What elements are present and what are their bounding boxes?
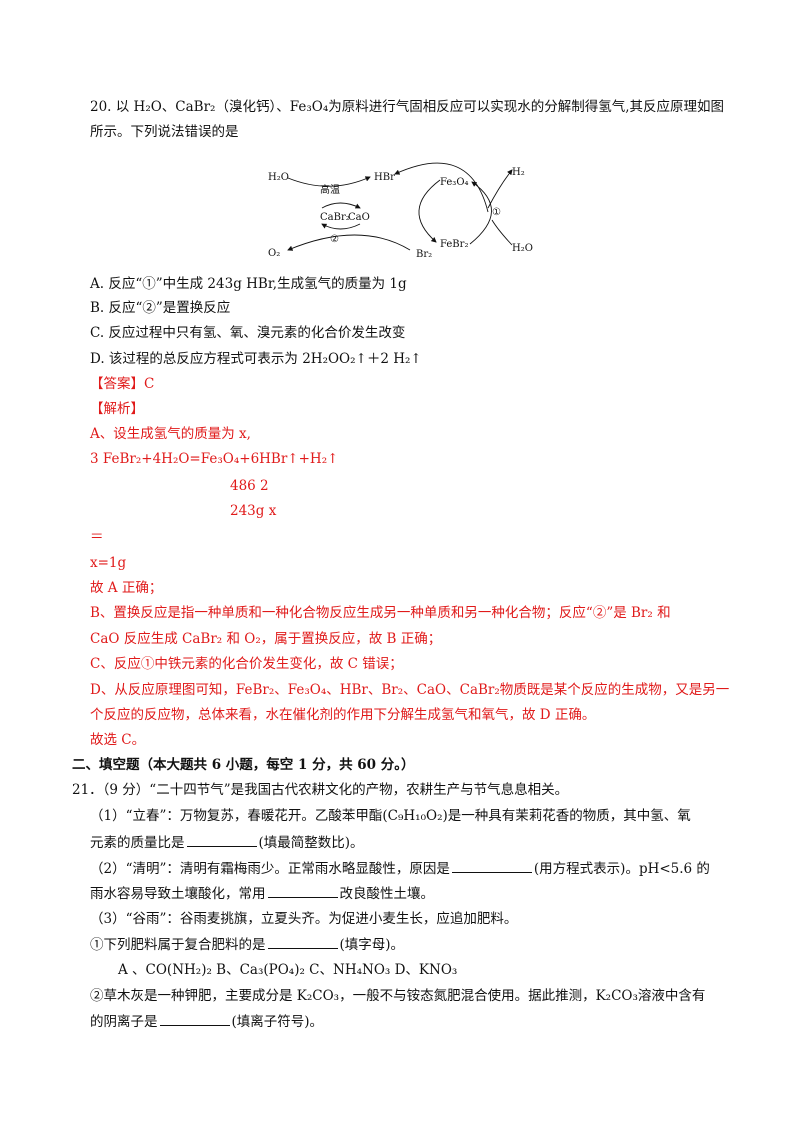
answer-blank[interactable] xyxy=(186,833,257,847)
arrow-br2-to-o2 xyxy=(287,234,411,251)
analysis-line: CaO 反应生成 CaBr₂ 和 O₂，属于置换反应，故 B 正确； xyxy=(90,631,442,647)
label-hbr: HBr xyxy=(374,172,395,183)
section-title: 二、填空题（本大题共 6 小题，每空 1 分，共 60 分。） xyxy=(72,757,415,773)
label-fe3o4: Fe₃O₄ xyxy=(440,177,469,188)
label-cabr2: CaBr₂ xyxy=(320,212,350,223)
arrow-cabr2-to-cao xyxy=(321,202,361,209)
label-circle1: ① xyxy=(492,207,501,218)
label-h2: H₂ xyxy=(512,167,525,178)
arrow-h2o-to-hbr xyxy=(287,176,371,187)
analysis-line: 故选 C。 xyxy=(90,732,146,748)
label-o2: O₂ xyxy=(268,248,280,259)
arrow-fe3o4-to-febr2 xyxy=(418,179,441,243)
text: 改良酸性土壤。 xyxy=(339,886,435,902)
analysis-line: 故 A 正确； xyxy=(90,580,163,596)
label-h2o-left: H₂O xyxy=(268,172,289,183)
q21-part3-sub2-line2: 的阴离子是 (填离子符号)。 xyxy=(90,1012,323,1031)
q20-option-d: D. 该过程的总反应方程式可表示为 2H₂OO₂↑＋2 H₂↑ xyxy=(90,351,422,367)
label-febr2: FeBr₂ xyxy=(440,239,468,250)
q21-part2-line2: 雨水容易导致土壤酸化，常用 改良酸性土壤。 xyxy=(90,884,434,903)
analysis-line: ＝ xyxy=(90,529,104,545)
text: 的阴离子是 xyxy=(90,1014,158,1030)
q21-part3: （3）“谷雨”：谷雨麦挑旗，立夏头齐。为促进小麦生长，应追加肥料。 xyxy=(90,911,518,927)
analysis-line: 486 2 xyxy=(230,478,269,494)
text: (填最简整数比)。 xyxy=(258,835,364,851)
q20-analysis-title: 【解析】 xyxy=(90,401,144,417)
q21-part1-line1: （1）“立春”：万物复苏，春暖花开。乙酸苯甲酯(C₉H₁₀O₂)是一种具有茉莉花… xyxy=(90,808,691,824)
q20-answer: 【答案】C xyxy=(90,376,155,392)
reaction-diagram: H₂O 高温 HBr CaBr₂ CaO ② O₂ Br₂ Fe₃O₄ FeBr… xyxy=(268,162,533,260)
q20-option-c: C. 反应过程中只有氢、氧、溴元素的化合价发生改变 xyxy=(90,325,406,341)
analysis-line: 3 FeBr₂+4H₂O=Fe₃O₄+6HBr↑+H₂↑ xyxy=(90,451,339,467)
q21-stem: 21．（9 分）“二十四节气”是我国古代农耕文化的产物，农耕生产与节气息息相关。 xyxy=(72,782,569,798)
text: 雨水容易导致土壤酸化，常用 xyxy=(90,886,266,902)
answer-blank[interactable] xyxy=(159,1012,230,1026)
answer-blank[interactable] xyxy=(451,859,532,873)
arrow-cao-to-cabr2 xyxy=(321,223,361,230)
q21-part3-sub2-line1: ②草木灰是一种钾肥，主要成分是 K₂CO₃，一般不与铵态氮肥混合使用。据此推测，… xyxy=(90,988,706,1004)
q21-part1-line2: 元素的质量比是 (填最简整数比)。 xyxy=(90,833,364,852)
text: （2）“清明”：清明有霜梅雨少。正常雨水略显酸性，原因是 xyxy=(90,861,450,877)
q21-choices: A 、CO(NH₂)₂ B、Ca₃(PO₄)₂ C、NH₄NO₃ D、KNO₃ xyxy=(118,962,458,978)
label-circle2: ② xyxy=(330,234,339,245)
q20-stem-line2: 所示。下列说法错误的是 xyxy=(90,124,239,140)
q20-stem-line1: 20. 以 H₂O、CaBr₂（溴化钙）、Fe₃O₄为原料进行气固相反应可以实现… xyxy=(90,99,725,115)
analysis-line: A、设生成氢气的质量为 x, xyxy=(90,426,251,442)
arrow-febr2-to-hbr xyxy=(394,162,489,213)
analysis-line: x=1g xyxy=(90,555,127,571)
analysis-line: B、置换反应是指一种单质和一种化合物反应生成另一种单质和另一种化合物；反应“②”… xyxy=(90,605,671,621)
arrow-h2o-to-circle1 xyxy=(491,219,513,246)
text: (用方程式表示)。pH<5.6 的 xyxy=(533,861,710,877)
label-gaowen: 高温 xyxy=(320,183,340,196)
text: (填离子符号)。 xyxy=(231,1014,324,1030)
answer-blank[interactable] xyxy=(267,884,338,898)
analysis-line: 243g x xyxy=(230,503,277,519)
analysis-line: C、反应①中铁元素的化合价发生变化，故 C 错误； xyxy=(90,656,403,672)
q21-part2-line1: （2）“清明”：清明有霜梅雨少。正常雨水略显酸性，原因是 (用方程式表示)。pH<… xyxy=(90,859,710,878)
answer-blank[interactable] xyxy=(267,935,338,949)
label-br2: Br₂ xyxy=(416,249,432,260)
arrow-to-h2 xyxy=(487,169,513,209)
text: (填字母)。 xyxy=(339,937,405,953)
analysis-line: 个反应的反应物，总体来看，水在催化剂的作用下分解生成氢气和氧气，故 D 正确。 xyxy=(90,707,596,723)
q21-part3-sub1: ①下列肥料属于复合肥料的是 (填字母)。 xyxy=(90,935,404,954)
analysis-line: D、从反应原理图可知，FeBr₂、Fe₃O₄、HBr、Br₂、CaO、CaBr₂… xyxy=(90,682,730,698)
q20-option-a: A. 反应“①”中生成 243g HBr,生成氢气的质量为 1g xyxy=(90,276,407,292)
text: 元素的质量比是 xyxy=(90,835,185,851)
q20-option-b: B. 反应“②”是置换反应 xyxy=(90,300,231,316)
text: ①下列肥料属于复合肥料的是 xyxy=(90,937,266,953)
label-cao: CaO xyxy=(348,212,370,223)
arc-febr2-fe3o4 xyxy=(469,181,492,245)
label-h2o-right: H₂O xyxy=(512,243,533,254)
